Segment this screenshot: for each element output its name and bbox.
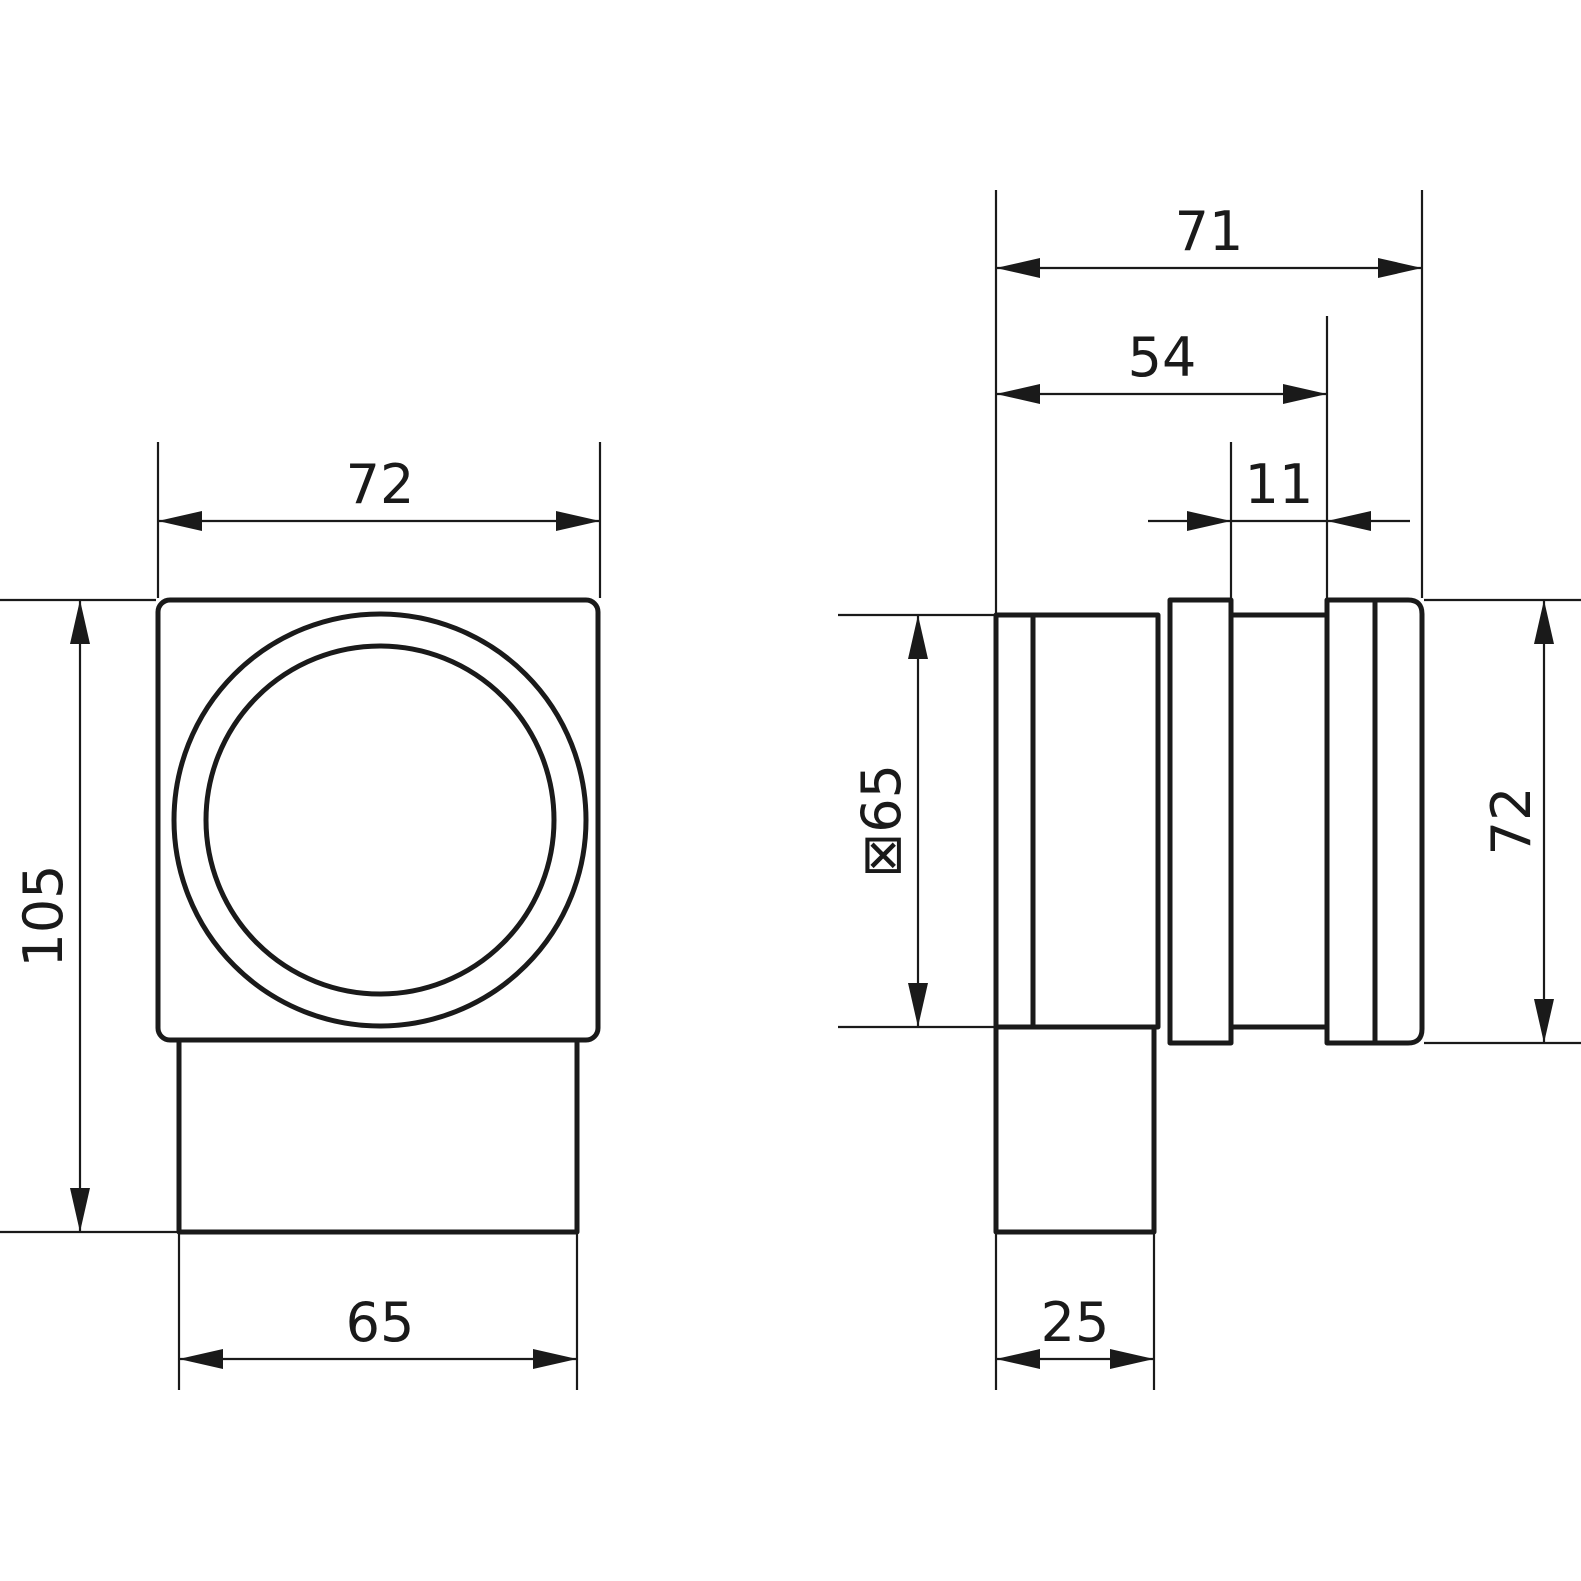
front-lower-stem [176,1037,580,1235]
side-collar [1167,597,1234,1046]
front-outer-ring [171,611,589,1029]
front-view: 72 105 65 [0,442,602,1390]
square-size-value: 65 [850,764,913,833]
front-height-label: 105 [12,864,75,967]
side-square-size-label: ⊠65 [850,764,913,878]
side-base-depth-label: 25 [1041,1291,1110,1354]
side-back-body [993,612,1161,1030]
front-width-top-label: 72 [346,453,415,516]
front-square-plate [155,597,601,1043]
side-view: 71 54 11 ⊠65 72 25 [838,190,1581,1390]
square-size-symbol: ⊠ [850,833,913,878]
side-overall-depth-label: 71 [1175,200,1244,263]
side-collar-width-label: 11 [1245,453,1314,516]
front-inner-disk [203,643,557,997]
side-face-height-label: 72 [1480,787,1543,856]
front-width-bottom-label: 65 [346,1291,415,1354]
side-neck [1228,612,1330,1030]
side-knob-head [1324,597,1425,1046]
side-base-block [993,1024,1157,1235]
side-depth-to-collar-label: 54 [1128,326,1197,389]
